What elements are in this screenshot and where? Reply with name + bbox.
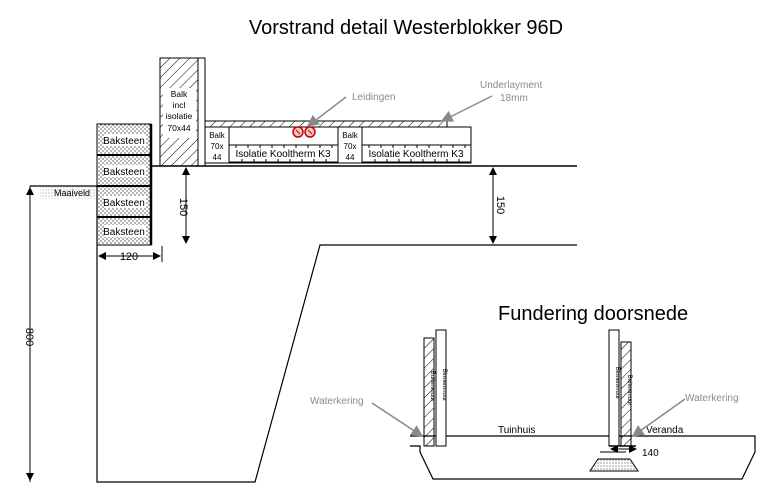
brick-label-4: Baksteen <box>103 227 145 238</box>
foundation-cross-section <box>410 329 756 480</box>
floor-buildup <box>152 120 577 167</box>
dim-brick-width-label: 120 <box>120 251 138 263</box>
small-beam-2-label-3: 44 <box>346 153 355 162</box>
brick-label-2: Baksteen <box>103 167 145 178</box>
beam-label-4: 70x44 <box>167 123 190 133</box>
small-beam-2-label-1: Balk <box>342 131 359 140</box>
dim-foundation-gap-label: 140 <box>642 448 659 459</box>
binnenmuur-left: Binnenmuur <box>441 369 447 401</box>
insulation-label-2: Isolatie Kooltherm K3 <box>368 149 463 160</box>
beam-label-2: incl <box>173 100 186 110</box>
dim-brick-width <box>96 246 163 262</box>
tuinhuis-label: Tuinhuis <box>498 425 535 436</box>
brick-label-3: Baksteen <box>103 198 145 209</box>
small-beam-1-label-2: 44 <box>213 153 222 162</box>
maaiveld-label: Maaiveld <box>54 188 90 198</box>
dim-gap-left-label: 150 <box>177 198 189 216</box>
brick-wall <box>96 123 153 246</box>
dim-depth-label: 800 <box>23 328 35 346</box>
buitenmuur-right: Buitenmuur <box>626 375 632 406</box>
beam-label-1: Balk <box>171 89 188 99</box>
beam-label-3: isolatie <box>166 111 193 121</box>
pipes <box>292 126 316 138</box>
underlayment-label-1: Underlayment <box>480 80 542 91</box>
binnenmuur-right: Binnenmuur <box>614 367 620 399</box>
waterkering-left-label: Waterkering <box>310 396 364 407</box>
dim-gap-right-label: 150 <box>494 196 506 214</box>
buitenmuur-left: Buitenmuur <box>429 371 435 402</box>
small-beam-2-label-2: 70x <box>344 142 357 151</box>
insulation-label-1: Isolatie Kooltherm K3 <box>235 149 330 160</box>
veranda-label: Veranda <box>646 425 684 436</box>
brick-label-1: Baksteen <box>103 136 145 147</box>
leidingen-label: Leidingen <box>352 92 395 103</box>
section-title: Fundering doorsnede <box>498 303 688 325</box>
small-beam-1-label-1: Balk <box>209 131 226 140</box>
diagram-title: Vorstrand detail Westerblokker 96D <box>249 17 563 39</box>
main-beam <box>159 57 206 167</box>
small-beam-1-label-3: 70x <box>211 142 224 151</box>
waterkering-right-label: Waterkering <box>685 393 739 404</box>
underlayment-label-2: 18mm <box>500 93 528 104</box>
